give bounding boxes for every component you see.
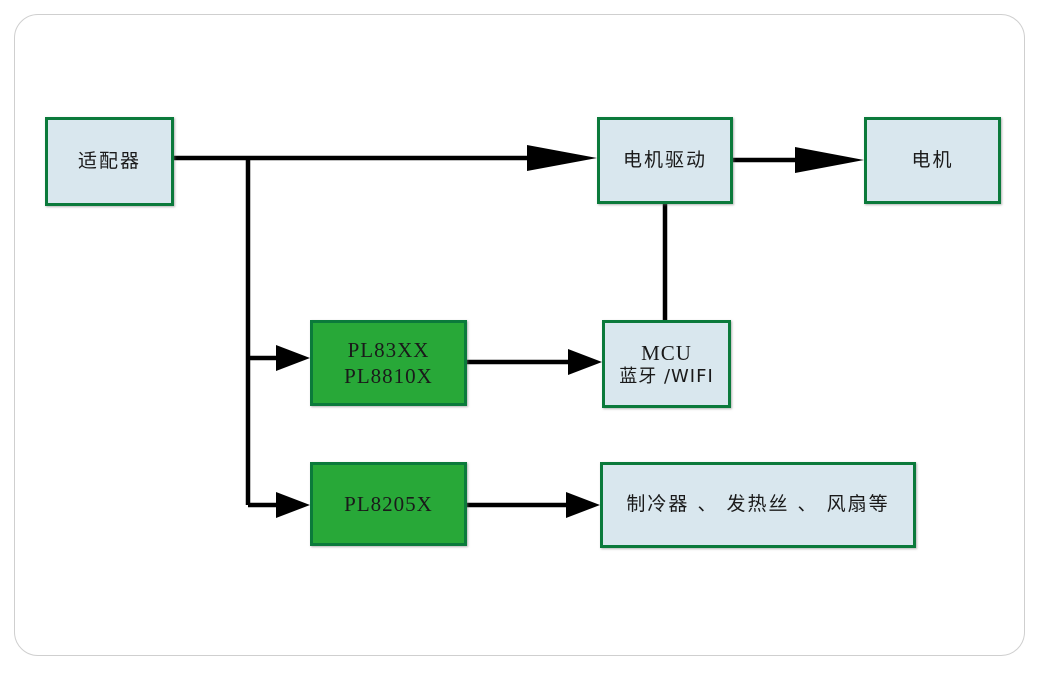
- node-mcu-label-line2: 蓝牙 /WIFI: [619, 365, 714, 387]
- edge-pl83xx-to-mcu: [467, 349, 602, 375]
- node-pl8205x[interactable]: PL8205X: [310, 462, 467, 546]
- node-mcu[interactable]: MCU 蓝牙 /WIFI: [602, 320, 731, 408]
- node-pl83xx-label-line2: PL8810X: [344, 364, 433, 388]
- node-adapter[interactable]: 适配器: [45, 117, 174, 206]
- edge-motor-driver-to-motor: [733, 147, 864, 173]
- node-motor[interactable]: 电机: [864, 117, 1001, 204]
- edge-adapter-to-pl83xx: [248, 345, 310, 371]
- node-pl8205x-label: PL8205X: [344, 491, 433, 516]
- node-loads-label: 制冷器 、 发热丝 、 风扇等: [626, 493, 890, 516]
- node-motor-driver-label: 电机驱动: [622, 148, 707, 171]
- node-motor-driver[interactable]: 电机驱动: [597, 117, 733, 204]
- node-adapter-label: 适配器: [77, 149, 141, 172]
- diagram-frame: [14, 14, 1025, 656]
- edge-pl8205x-to-loads: [467, 492, 600, 518]
- node-motor-label: 电机: [911, 148, 954, 171]
- node-pl83xx[interactable]: PL83XX PL8810X: [310, 320, 467, 406]
- node-pl83xx-label-line1: PL83XX: [347, 337, 430, 362]
- node-loads[interactable]: 制冷器 、 发热丝 、 风扇等: [600, 462, 916, 548]
- node-mcu-label-line1: MCU: [641, 340, 692, 365]
- edge-adapter-to-motor-driver: [174, 145, 597, 171]
- edge-adapter-to-pl8205x: [248, 492, 310, 518]
